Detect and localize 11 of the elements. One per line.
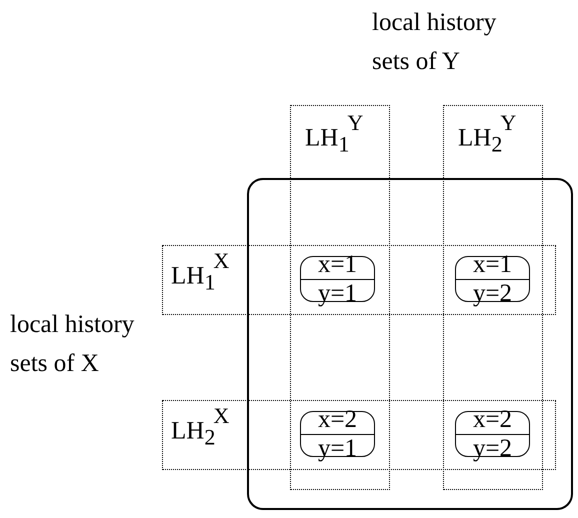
- state-text: x=2: [318, 406, 358, 434]
- side-label: local history sets of X: [10, 310, 136, 379]
- state-text: y=2: [472, 434, 512, 462]
- state-text: x=1: [318, 251, 358, 278]
- state-text: y=2: [472, 280, 512, 307]
- rounded-frame: [247, 178, 573, 510]
- state-text: x=2: [472, 406, 512, 434]
- state-text: y=1: [318, 434, 358, 462]
- state-text: x=1: [472, 251, 512, 278]
- state-text: y=1: [318, 280, 358, 307]
- side-label: local history sets of Y: [372, 8, 498, 77]
